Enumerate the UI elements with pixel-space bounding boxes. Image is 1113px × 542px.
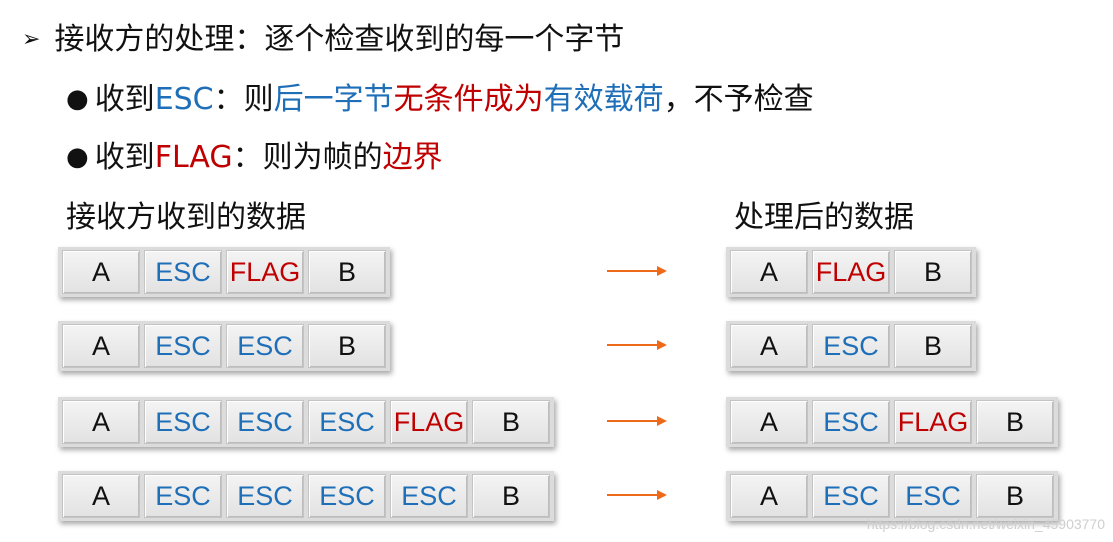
rule-esc-next-byte: 后一字节 (273, 82, 394, 117)
watermark: https://blog.csdn.net/weixin_45903770 (866, 516, 1105, 532)
byte-cell-b: B (472, 474, 550, 518)
rule-flag-colon: ：则为帧的 (232, 140, 383, 175)
right-arrow-icon (607, 266, 667, 276)
byte-cell-esc: ESC (812, 324, 890, 368)
byte-cell-flag: FLAG (226, 250, 304, 294)
byte-cell-b: B (894, 250, 972, 294)
byte-cell-esc: ESC (226, 474, 304, 518)
rule-esc-keyword: ESC (154, 82, 214, 117)
heading: ➢ 接收方的处理：逐个检查收到的每一个字节 (22, 14, 624, 58)
byte-cell-a: A (62, 324, 140, 368)
heading-text: 接收方的处理：逐个检查收到的每一个字节 (54, 22, 625, 57)
byte-cell-a: A (730, 324, 808, 368)
rule-esc-colon: ：则 (213, 82, 274, 117)
caption-received: 接收方收到的数据 (66, 200, 306, 235)
dot-bullet-icon: ● (66, 142, 89, 172)
rule-esc-suffix: ，不予检查 (663, 82, 814, 117)
byte-cell-a: A (730, 400, 808, 444)
byte-cell-esc: ESC (226, 400, 304, 444)
arrow-bullet-icon: ➢ (22, 27, 41, 52)
byte-cell-esc: ESC (144, 324, 222, 368)
right-arrow-icon (607, 416, 667, 426)
byte-cell-esc: ESC (144, 474, 222, 518)
byte-cell-esc: ESC (144, 400, 222, 444)
byte-cell-esc: ESC (144, 250, 222, 294)
rule-esc-unconditional: 无条件成为 (393, 82, 544, 117)
byte-cell-b: B (472, 400, 550, 444)
byte-cell-b: B (308, 250, 386, 294)
byte-cell-b: B (976, 474, 1054, 518)
byte-cell-flag: FLAG (812, 250, 890, 294)
right-arrow-icon (607, 340, 667, 350)
right-arrow-icon (607, 490, 667, 500)
byte-cell-esc: ESC (226, 324, 304, 368)
byte-cell-b: B (894, 324, 972, 368)
byte-cell-a: A (62, 474, 140, 518)
caption-processed: 处理后的数据 (734, 200, 914, 235)
byte-cell-esc: ESC (894, 474, 972, 518)
rule-esc-prefix: 收到 (94, 82, 155, 117)
rule-flag: ●收到FLAG：则为帧的边界 (66, 132, 443, 176)
rule-esc: ●收到ESC：则后一字节无条件成为有效载荷，不予检查 (66, 74, 814, 118)
dot-bullet-icon: ● (66, 84, 89, 114)
byte-cell-b: B (976, 400, 1054, 444)
rule-flag-keyword: FLAG (154, 140, 233, 175)
byte-cell-esc: ESC (308, 474, 386, 518)
byte-cell-esc: ESC (812, 474, 890, 518)
rule-flag-prefix: 收到 (94, 140, 155, 175)
byte-cell-flag: FLAG (894, 400, 972, 444)
byte-cell-flag: FLAG (390, 400, 468, 444)
byte-cell-a: A (62, 250, 140, 294)
byte-cell-a: A (730, 474, 808, 518)
byte-cell-esc: ESC (812, 400, 890, 444)
byte-cell-esc: ESC (308, 400, 386, 444)
rule-flag-boundary: 边界 (382, 140, 443, 175)
rule-esc-payload: 有效载荷 (543, 82, 664, 117)
byte-cell-esc: ESC (390, 474, 468, 518)
byte-cell-a: A (62, 400, 140, 444)
byte-cell-a: A (730, 250, 808, 294)
byte-cell-b: B (308, 324, 386, 368)
